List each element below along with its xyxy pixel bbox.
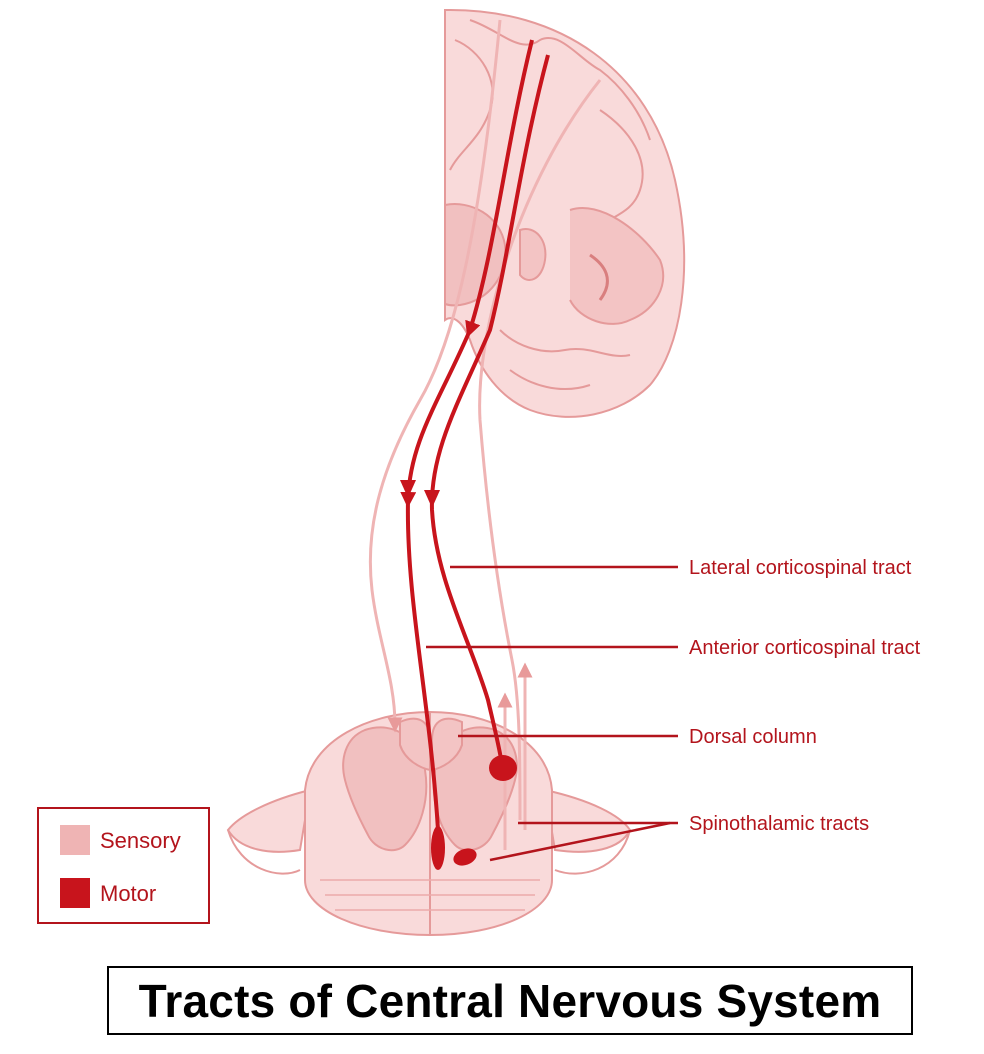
label-spinothalamic: Spinothalamic tracts: [689, 813, 869, 835]
sensory-tract-right: [478, 79, 602, 821]
label-dorsal-column: Dorsal column: [689, 726, 817, 748]
sensory-tract-left: [368, 19, 502, 733]
tract-paths: [368, 19, 602, 870]
leader-lines: [426, 565, 678, 862]
anterior-corticospinal-path: [400, 39, 534, 831]
legend-swatch-sensory: [60, 825, 90, 855]
lateral-corticospinal-path: [429, 54, 550, 766]
legend: Sensory Motor: [37, 807, 210, 924]
label-lateral-corticospinal: Lateral corticospinal tract: [689, 557, 912, 579]
legend-label-sensory: Sensory: [100, 828, 181, 853]
legend-label-motor: Motor: [100, 881, 156, 906]
lateral-corticospinal-nucleus: [489, 755, 517, 781]
title-box: Tracts of Central Nervous System: [107, 966, 913, 1035]
anterior-corticospinal-nucleus: [431, 826, 445, 870]
leader-spinothalamic-b: [489, 821, 671, 862]
motor-arrowhead-a: [400, 480, 416, 498]
ventral-motor-nucleus: [453, 848, 477, 866]
legend-swatch-motor: [60, 878, 90, 908]
page-title: Tracts of Central Nervous System: [138, 974, 882, 1027]
motor-arrowhead-b: [424, 490, 440, 508]
brain-hemisphere: [444, 8, 686, 418]
label-anterior-corticospinal: Anterior corticospinal tract: [689, 637, 921, 659]
